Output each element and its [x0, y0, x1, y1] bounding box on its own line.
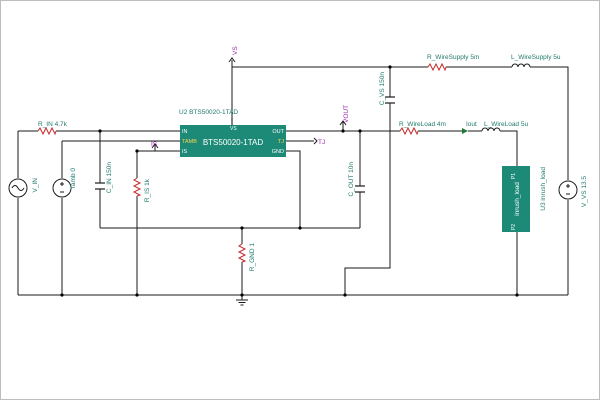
ground-icon — [236, 299, 248, 306]
junction-dot — [60, 293, 64, 297]
junction-dot — [135, 149, 139, 153]
junction-dot — [240, 293, 244, 297]
wire-cvs-bottom — [344, 103, 391, 295]
l-wiresupply-label: L_WireSupply 5u — [511, 54, 561, 61]
c-vs-label: C_VS 150n — [379, 72, 386, 106]
junction-dot — [515, 293, 519, 297]
u2-chip-body[interactable] — [180, 125, 286, 157]
net-flag-tj-icon — [313, 137, 318, 145]
junction-dot — [98, 129, 102, 133]
net-tj-label: TJ — [318, 139, 325, 146]
r-wiresupply-resistor[interactable] — [427, 62, 447, 72]
iout-arrow-icon — [462, 128, 468, 134]
u2-pin-in-label: IN — [182, 129, 188, 135]
u2-pin-is-label: IS — [182, 149, 188, 155]
junction-dot — [298, 226, 302, 230]
wire-supply-right — [530, 66, 569, 180]
l-wireload-label: L_WireLoad 5u — [484, 121, 528, 128]
c-vs-capacitor[interactable] — [385, 96, 395, 104]
u2-name-label: U2 BTS50020-1TAD — [179, 109, 238, 116]
r-in-resistor[interactable] — [37, 126, 57, 136]
junction-dot — [358, 129, 362, 133]
u2-pin-out-label: OUT — [272, 129, 284, 135]
v-in-source-icon[interactable] — [8, 178, 28, 198]
r-in-label: R_IN 4.7k — [38, 121, 68, 128]
u2-pin-tj-label: TJ — [278, 139, 284, 145]
tamb-source-icon[interactable] — [52, 178, 72, 198]
u2-chip-label: BTS50020-1TAD — [203, 138, 264, 147]
u2-pin-vs-label: VS — [230, 126, 237, 132]
r-is-label: R_IS 1k — [144, 178, 151, 202]
v-in-label: V_IN — [32, 178, 39, 193]
iout-label: Iout — [466, 121, 477, 128]
u2-pin-gnd-label: GND — [272, 149, 284, 155]
v-vs-source-icon[interactable] — [558, 180, 578, 200]
v-vs-label: V_VS 13.5 — [581, 176, 588, 207]
r-is-resistor[interactable] — [132, 177, 142, 197]
net-is-label: IS — [151, 141, 158, 148]
net-vs-label: VS — [232, 46, 239, 55]
wires — [17, 60, 569, 300]
r-gnd-resistor[interactable] — [237, 243, 247, 263]
c-out-capacitor[interactable] — [355, 185, 365, 193]
junction-dot — [240, 226, 244, 230]
tamb-label: Tamb 0 — [70, 168, 77, 190]
wire-load-top — [500, 130, 518, 166]
net-flag-vout-icon — [339, 120, 347, 126]
wire-chip-gnd — [286, 150, 301, 228]
c-in-label: C_IN 150n — [106, 162, 113, 193]
junction-dot — [135, 293, 139, 297]
u3-load-label: inrush_load — [514, 182, 521, 216]
r-wiresupply-label: R_WireSupply 5m — [427, 54, 479, 61]
junction-dot — [343, 293, 347, 297]
junction-dot — [341, 129, 345, 133]
u3-pin-p2-label: P2 — [511, 224, 517, 230]
u3-load-body[interactable] — [502, 166, 530, 232]
u2-pin-tamb-label: TAMB — [182, 139, 197, 145]
u3-name-label: U3 inrush_load — [540, 167, 547, 211]
r-wireload-label: R_WireLoad 4m — [399, 121, 446, 128]
junctions — [60, 65, 519, 297]
net-flag-vs-icon — [228, 57, 236, 63]
r-wireload-resistor[interactable] — [399, 126, 419, 136]
r-gnd-label: R_GND 1 — [249, 243, 256, 272]
net-flag-is-icon — [151, 143, 159, 149]
c-out-label: C_OUT 10n — [348, 162, 355, 197]
junction-dot — [388, 65, 392, 69]
c-in-capacitor[interactable] — [95, 182, 105, 190]
l-wireload-inductor[interactable] — [481, 127, 501, 132]
l-wiresupply-inductor[interactable] — [511, 63, 531, 68]
u3-pin-p1-label: P1 — [511, 173, 517, 179]
net-vout-label: VOUT — [343, 105, 350, 123]
